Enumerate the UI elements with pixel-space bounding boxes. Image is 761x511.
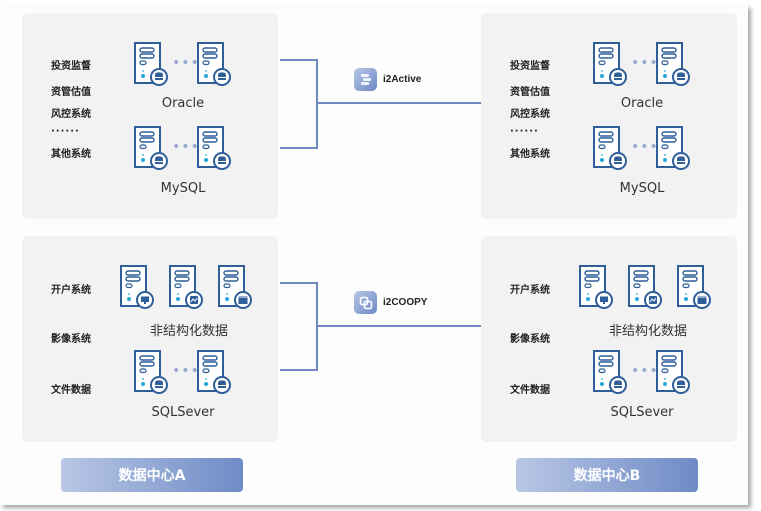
db-name-unstructured: 非结构化数据 xyxy=(149,324,228,339)
connector-line xyxy=(316,59,318,149)
connector-line xyxy=(316,102,481,104)
system-label: 文件数据 xyxy=(51,385,91,396)
system-label: 影像系统 xyxy=(51,334,91,345)
image-server-icon xyxy=(169,265,203,311)
system-label: 风控系统 xyxy=(51,109,91,120)
system-label: 资管估值 xyxy=(510,87,550,98)
database-server-icon xyxy=(134,350,168,396)
monitor-server-icon xyxy=(120,265,154,311)
tool-name: i2Active xyxy=(383,74,422,85)
ellipsis-dots: ••• xyxy=(631,139,659,155)
database-server-icon xyxy=(593,126,627,172)
system-label: ······ xyxy=(510,126,539,137)
tool-i2coopy: i2COOPY xyxy=(354,291,427,314)
connector-line xyxy=(280,282,318,284)
system-label: 投资监督 xyxy=(510,61,550,72)
system-label: 风控系统 xyxy=(510,109,550,120)
db-name-mysql: MySQL xyxy=(160,181,206,196)
system-label: 文件数据 xyxy=(510,385,550,396)
datacenter-a-label: 数据中心A xyxy=(61,458,243,492)
connector-line xyxy=(280,59,318,61)
system-label: 其他系统 xyxy=(510,149,550,160)
db-name-sqlserver: SQLSever xyxy=(610,405,674,420)
database-server-icon xyxy=(197,126,231,172)
connector-line xyxy=(280,147,318,149)
db-name-mysql: MySQL xyxy=(619,181,665,196)
system-label: 开户系统 xyxy=(51,285,91,296)
tool-i2active: i2Active xyxy=(354,68,421,91)
connector-line xyxy=(280,369,318,371)
database-server-icon xyxy=(656,350,690,396)
database-sync-icon xyxy=(354,68,377,91)
system-label: 投资监督 xyxy=(51,61,91,72)
database-server-icon xyxy=(197,42,231,88)
system-label: 开户系统 xyxy=(510,285,550,296)
db-name-oracle: Oracle xyxy=(161,96,205,111)
image-server-icon xyxy=(628,265,662,311)
system-label: 资管估值 xyxy=(51,87,91,98)
database-server-icon xyxy=(656,42,690,88)
database-server-icon xyxy=(593,42,627,88)
ellipsis-dots: ••• xyxy=(631,55,659,71)
monitor-server-icon xyxy=(579,265,613,311)
folder-server-icon xyxy=(218,265,252,311)
folder-server-icon xyxy=(677,265,711,311)
ellipsis-dots: ••• xyxy=(172,139,200,155)
database-server-icon xyxy=(593,350,627,396)
copy-icon xyxy=(354,291,377,314)
system-label: ······ xyxy=(51,126,80,137)
ellipsis-dots: ••• xyxy=(172,55,200,71)
ellipsis-dots: ••• xyxy=(631,363,659,379)
db-name-sqlserver: SQLSever xyxy=(151,405,215,420)
database-server-icon xyxy=(134,42,168,88)
ellipsis-dots: ••• xyxy=(172,363,200,379)
system-label: 影像系统 xyxy=(510,334,550,345)
db-name-unstructured: 非结构化数据 xyxy=(608,324,687,339)
datacenter-b-label: 数据中心B xyxy=(516,458,698,492)
connector-line xyxy=(316,325,481,327)
system-label: 其他系统 xyxy=(51,149,91,160)
tool-name: i2COOPY xyxy=(383,297,428,308)
database-server-icon xyxy=(197,350,231,396)
database-server-icon xyxy=(134,126,168,172)
database-server-icon xyxy=(656,126,690,172)
db-name-oracle: Oracle xyxy=(620,96,664,111)
